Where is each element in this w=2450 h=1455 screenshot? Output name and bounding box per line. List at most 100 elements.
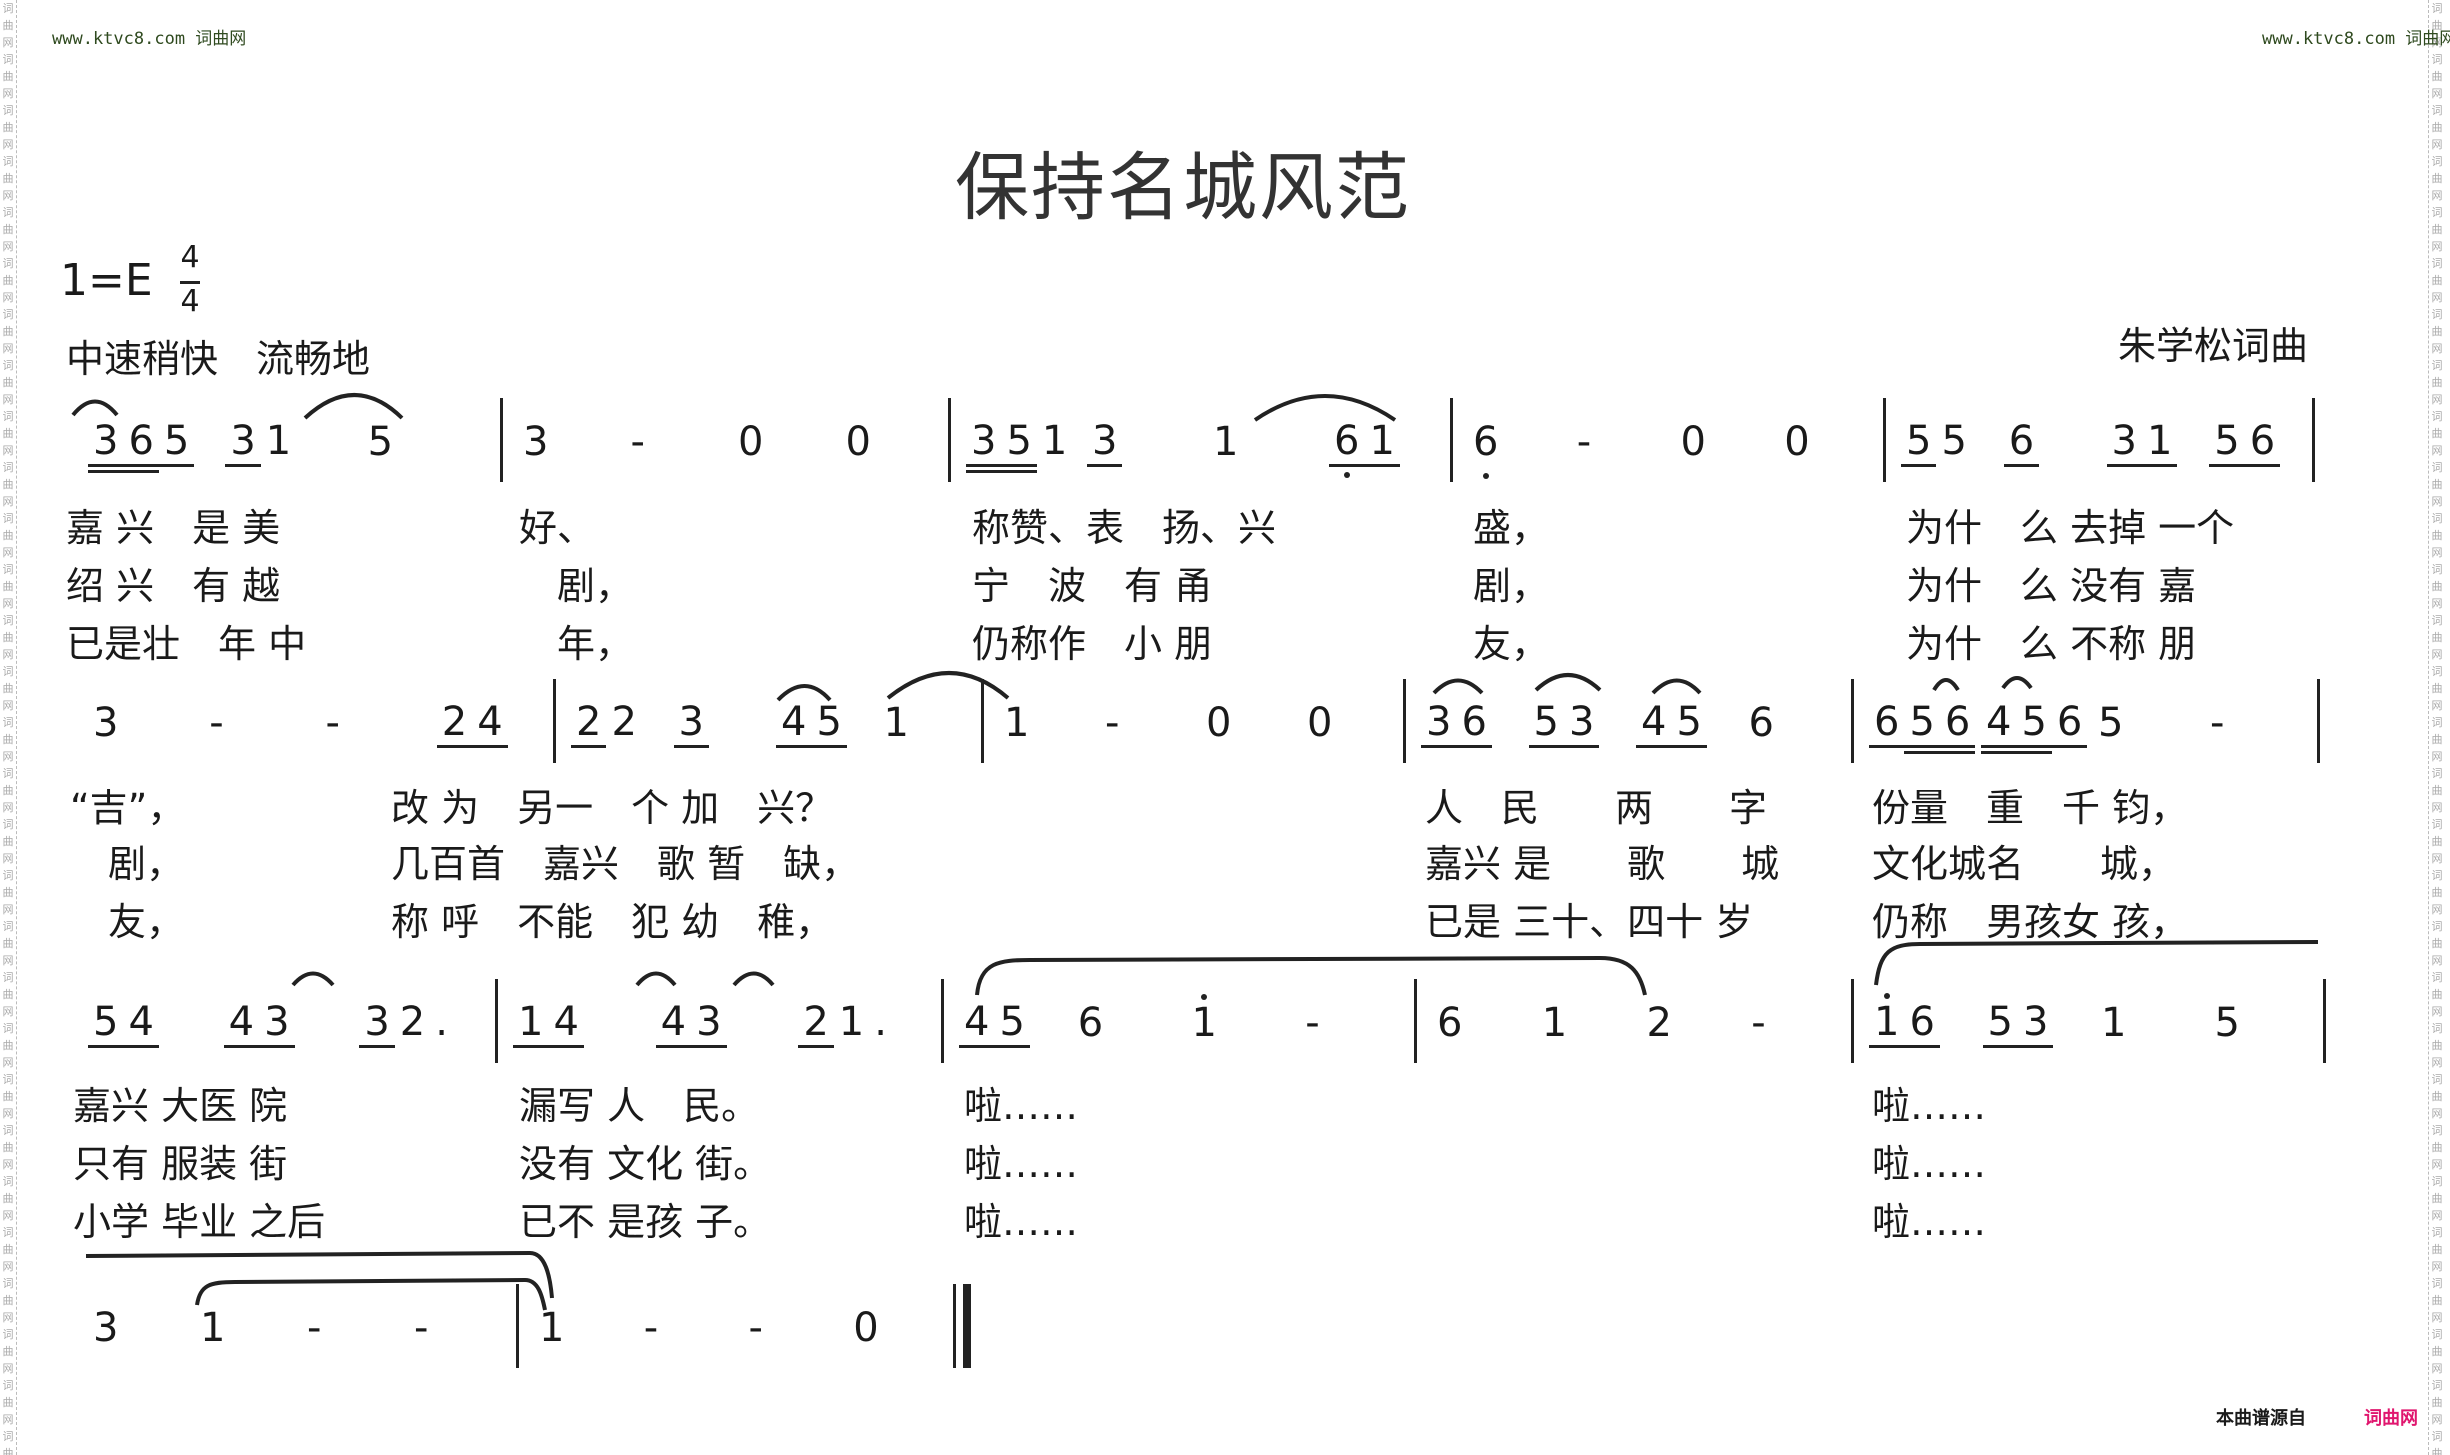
note-group: 0 — [1201, 700, 1302, 746]
note: 3 — [93, 1305, 119, 1351]
lyric-verse-1: 为什 么 去掉 一个 — [1906, 506, 2235, 550]
lyric-verse-2: 啦…… — [964, 1142, 1079, 1186]
note: 4 — [472, 699, 508, 748]
bar-line — [1450, 398, 1453, 482]
note: 1 — [1869, 992, 1905, 1048]
key-signature: 1=E — [60, 255, 153, 306]
slur — [732, 971, 775, 987]
note: 6 — [1468, 419, 1503, 479]
lyric-verse-3: 为什 么 不称 朋 — [1906, 622, 2197, 666]
bar-line — [1883, 398, 1886, 482]
author-credit: 朱学松词曲 — [2117, 324, 2308, 368]
note: 5 — [88, 999, 124, 1048]
bar-line — [953, 1284, 956, 1368]
slur — [303, 393, 404, 420]
note: 5 — [2214, 1000, 2240, 1046]
note: 4 — [959, 999, 995, 1048]
lyric-verse-3: 啦…… — [1872, 1200, 1987, 1244]
lyric-verse-1: 称赞、表 扬、兴 — [972, 506, 1277, 550]
bar-line — [948, 398, 951, 482]
lyric-verse-2: 啦…… — [1872, 1142, 1987, 1186]
lyric-verse-1: 啦…… — [1872, 1084, 1987, 1128]
lyric-verse-3: 已不 是孩 子。 — [519, 1200, 772, 1244]
watermark-right: www.ktvc8.com 词曲网 — [2262, 29, 2450, 49]
augmentation-dot: . — [874, 998, 887, 1045]
bar-line — [1851, 979, 1854, 1063]
note: 1 — [265, 417, 292, 464]
extension-dash: - — [414, 1305, 429, 1351]
note: 1 — [838, 998, 865, 1045]
note-group: 1 — [879, 700, 982, 746]
note: 6 — [1329, 418, 1365, 478]
note: 0 — [845, 419, 871, 465]
note: 3 — [93, 700, 119, 746]
note-group: 3 — [518, 419, 626, 465]
note: 3 — [673, 699, 709, 748]
bar-line — [2317, 679, 2320, 763]
time-signature-line — [180, 281, 200, 284]
time-signature-top: 4 — [180, 240, 200, 275]
note: 3 — [1421, 699, 1457, 748]
source-label: 本曲谱源自 — [2216, 1408, 2306, 1429]
note-group: - — [409, 1305, 516, 1351]
note-group: 1 — [1537, 1000, 1642, 1046]
note-group: - — [204, 700, 320, 746]
note: 4 — [1636, 699, 1672, 748]
source-site-link[interactable]: 词曲网 — [2364, 1408, 2418, 1429]
note: 1 — [1541, 1000, 1568, 1046]
note-group: - — [302, 1305, 409, 1351]
lyric-verse-2: 宁 波 有 甬 — [972, 564, 1213, 608]
lyric-verse-3: 友， — [1473, 622, 1550, 666]
lyric-verse-2: 嘉兴 是 歌 城 — [1425, 842, 1780, 886]
slur — [2001, 676, 2033, 690]
slur — [1874, 940, 2319, 986]
note: 6 — [2051, 699, 2088, 748]
note: 5 — [1904, 699, 1941, 754]
note-group: 1 — [999, 700, 1100, 746]
extension-dash: - — [1576, 419, 1592, 465]
lyric-verse-1: 嘉 兴 是 美 — [66, 506, 281, 550]
note: 4 — [776, 699, 812, 748]
note: 2 — [436, 699, 473, 748]
note-group: 1 — [195, 1305, 302, 1351]
note: 5 — [158, 418, 195, 467]
tempo-marking: 中速稍快 流畅地 — [66, 337, 371, 381]
lyric-verse-3: 年， — [519, 622, 634, 666]
note: 2 — [611, 698, 637, 745]
bar-line — [1414, 979, 1417, 1063]
note-group: - — [1572, 419, 1676, 465]
note-group: 3 — [88, 700, 204, 746]
lyric-verse-2: 剧， — [519, 564, 634, 608]
note-group: 0 — [1302, 700, 1403, 746]
note: 3 — [2017, 999, 2054, 1048]
note-group: 6 — [1468, 419, 1572, 479]
note: 0 — [738, 419, 764, 465]
final-bar-line — [963, 1284, 971, 1368]
note: 5 — [1901, 418, 1937, 467]
note: 0 — [1680, 419, 1706, 465]
note: 3 — [225, 418, 261, 467]
bar-line — [941, 979, 944, 1063]
note-group: 6 — [1073, 1000, 1187, 1046]
slur — [195, 1277, 547, 1311]
slur — [1253, 394, 1397, 422]
note: 3 — [966, 418, 1002, 473]
lyric-verse-2: 没有 文化 街。 — [519, 1142, 772, 1186]
note-group: 1 — [534, 1305, 639, 1351]
slur — [71, 399, 119, 417]
note: 3 — [1563, 699, 1600, 748]
note: 6 — [1456, 699, 1492, 748]
